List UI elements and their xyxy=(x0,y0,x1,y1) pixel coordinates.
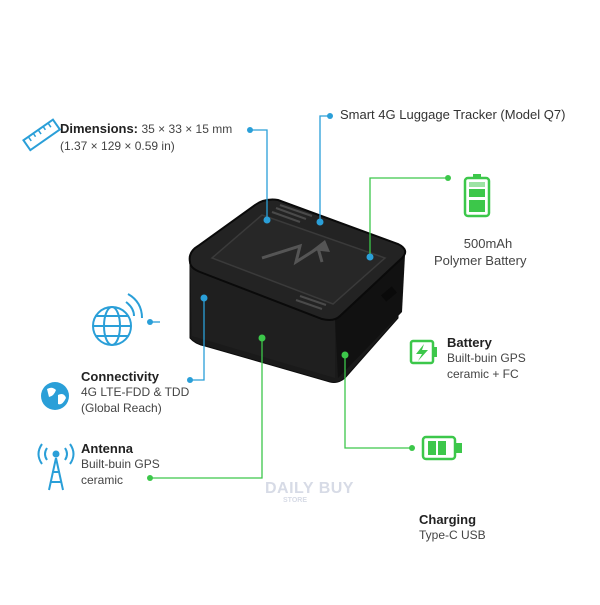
dimensions-block: Dimensions: 35 × 33 × 15 mm xyxy=(60,121,232,137)
antenna-line1: Built-buin GPS xyxy=(81,457,160,471)
watermark-sub: STORE xyxy=(283,497,307,504)
battery-level-icon xyxy=(463,174,491,218)
battery-line2: ceramic + FC xyxy=(447,367,519,381)
watermark-brand: DAILY BUY xyxy=(265,480,354,497)
charging-line1: Type-C USB xyxy=(419,528,486,542)
connectivity-line2: (Global Reach) xyxy=(81,401,162,415)
usb-charger-icon xyxy=(421,435,462,461)
leader-lines xyxy=(147,113,451,481)
globe-icon xyxy=(41,382,69,410)
product-title: Smart 4G Luggage Tracker (Model Q7) xyxy=(340,107,566,122)
battery-title: Battery xyxy=(447,335,492,350)
dimensions-inches: (1.37 × 129 × 0.59 in) xyxy=(60,139,175,153)
antenna-line2: ceramic xyxy=(81,473,124,487)
tracker-device xyxy=(188,198,407,383)
capacity-block: 500mAh xyxy=(450,236,526,252)
globe-signal-icon xyxy=(92,293,143,346)
charging-title: Charging xyxy=(419,512,477,527)
dimensions-label: Dimensions: xyxy=(60,121,139,136)
capacity-type: Polymer Battery xyxy=(434,253,527,268)
antenna-title: Antenna xyxy=(81,441,133,456)
ruler-icon xyxy=(22,118,62,152)
battery-charge-icon xyxy=(409,339,437,365)
dimensions-value: 35 × 33 × 15 mm xyxy=(141,122,233,136)
connectivity-line1: 4G LTE-FDD & TDD xyxy=(81,385,190,399)
antenna-icon xyxy=(37,443,75,491)
connectivity-block: Connectivity 4G LTE-FDD & TDD (Global Re… xyxy=(81,369,189,416)
charging-block: Charging Type-C USB xyxy=(419,512,486,543)
capacity-value: 500mAh xyxy=(463,236,513,251)
battery-block: Battery Built-buin GPS ceramic + FC xyxy=(447,335,526,382)
battery-line1: Built-buin GPS xyxy=(447,351,526,365)
antenna-block: Antenna Built-buin GPS ceramic xyxy=(81,441,160,488)
connectivity-title: Connectivity xyxy=(81,369,160,384)
